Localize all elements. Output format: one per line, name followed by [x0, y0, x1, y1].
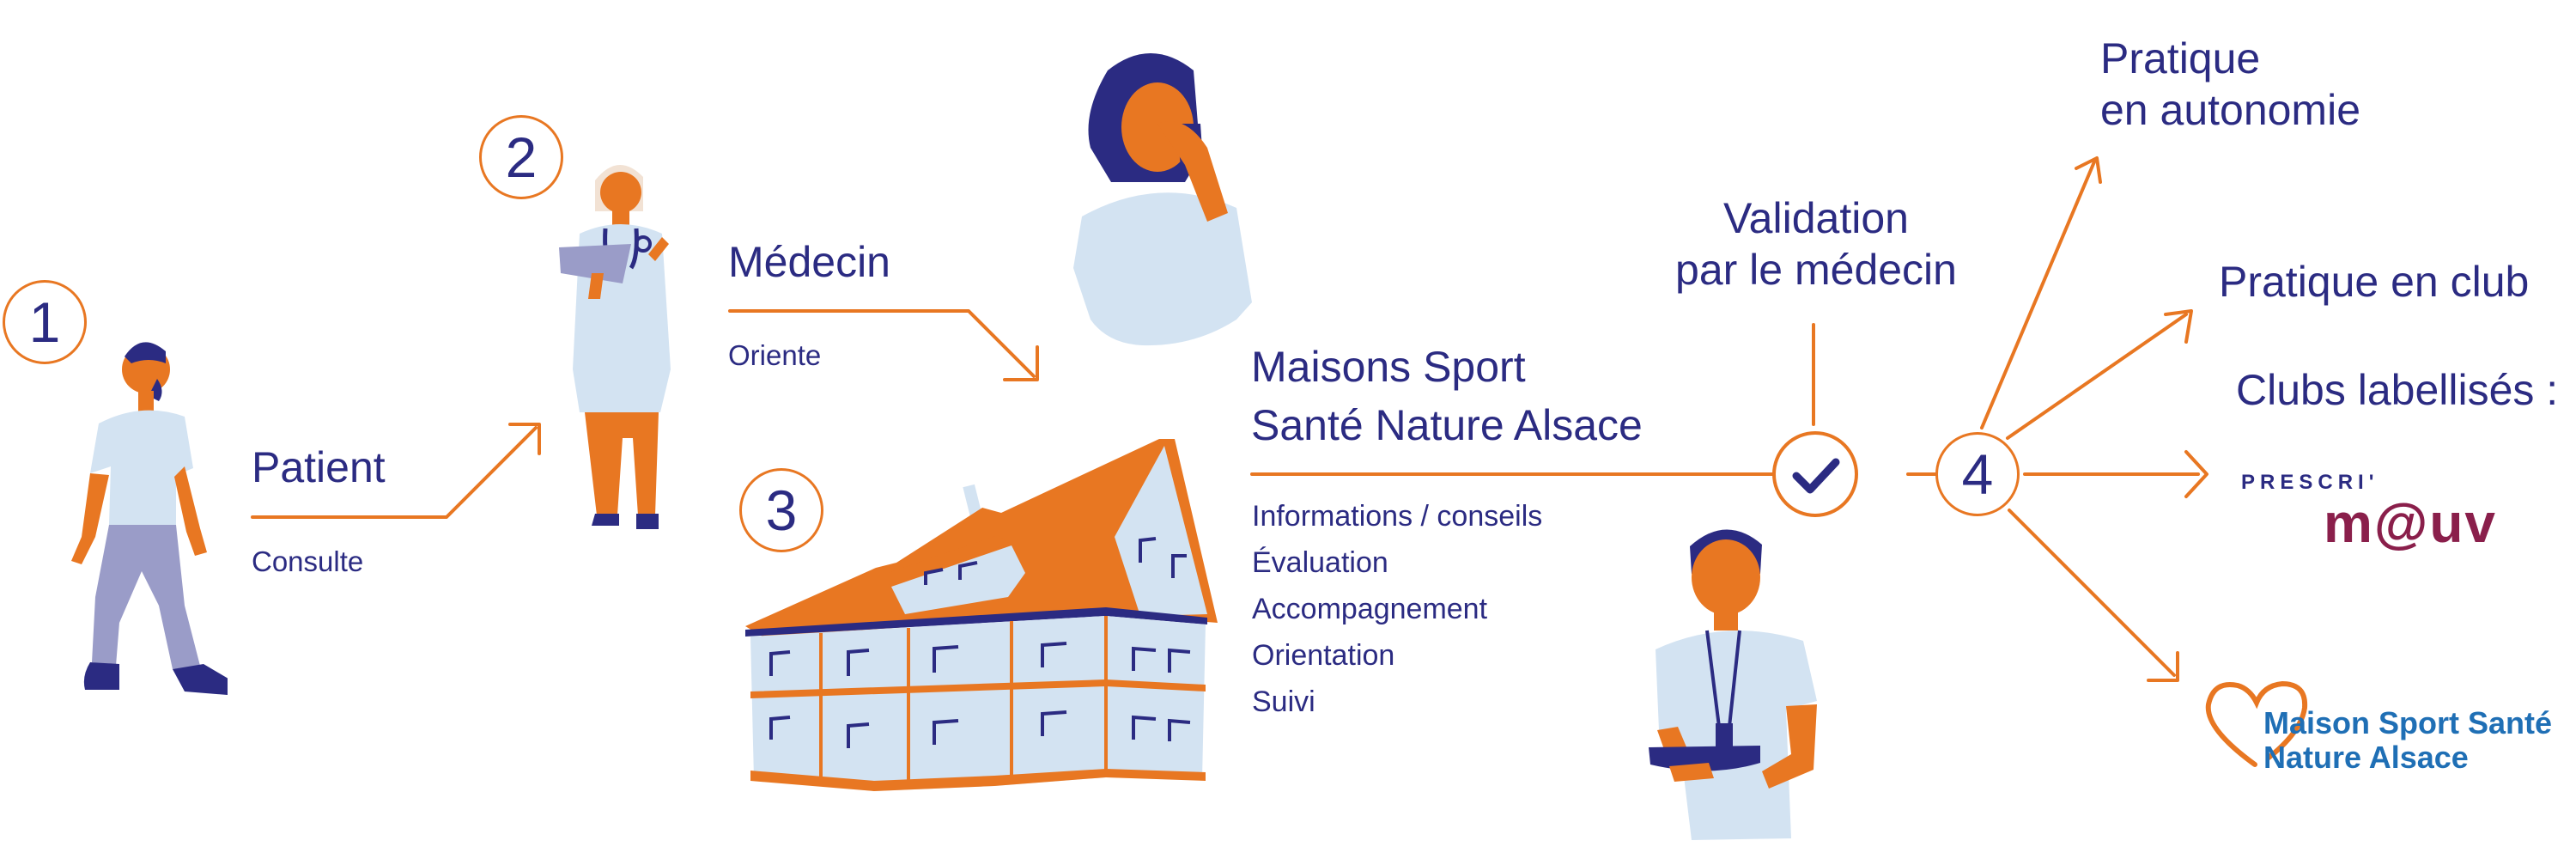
- step-number-2: 2: [479, 115, 563, 199]
- mssna-logo-line1: Maison Sport Santé: [2263, 705, 2553, 740]
- house-services-list: Informations / conseils Évaluation Accom…: [1252, 493, 1542, 725]
- checkmark-icon: [1772, 431, 1858, 517]
- patient-connector: [251, 426, 538, 519]
- validation-label: Validation par le médecin: [1631, 192, 2001, 295]
- autonomy-line2: en autonomie: [2100, 86, 2361, 134]
- prescrimouv-logo-top: PRESCRI': [2241, 471, 2379, 494]
- patient-action: Consulte: [252, 545, 364, 577]
- service-item: Informations / conseils: [1252, 500, 1543, 533]
- doctor-icon: [559, 164, 671, 529]
- doctor-title: Médecin: [728, 238, 890, 286]
- club-connector: [2006, 313, 2188, 440]
- heart-icon: [2205, 680, 2308, 767]
- step-number-4: 4: [1935, 432, 2020, 516]
- validation-line1: Validation: [1723, 194, 1909, 242]
- service-item: Suivi: [1252, 685, 1315, 718]
- doctor-connector: [728, 309, 1036, 378]
- service-item: Accompagnement: [1252, 593, 1488, 625]
- club-arrowhead: [2164, 309, 2193, 344]
- doctor-action: Oriente: [728, 339, 822, 371]
- autonomy-arrowhead: [2075, 156, 2102, 184]
- doctor-arrowhead: [1003, 345, 1039, 381]
- phone-woman-icon: [1073, 53, 1252, 346]
- labelled-clubs-label: Clubs labellisés :: [2236, 366, 2559, 414]
- mssna-logo-line2: Nature Alsace: [2263, 740, 2469, 775]
- prescrimouv-logo-bottom: m@uv: [2324, 492, 2497, 554]
- validation-line2: par le médecin: [1675, 246, 1957, 294]
- labelled-arrowhead: [2184, 450, 2208, 498]
- autonomy-connector: [1980, 158, 2097, 430]
- house-title-line2: Santé Nature Alsace: [1251, 401, 1643, 449]
- club-practice-label: Pratique en club: [2219, 258, 2530, 306]
- service-item: Orientation: [1252, 639, 1395, 672]
- patient-title: Patient: [252, 443, 386, 491]
- coach-tablet-icon: [1649, 529, 1817, 840]
- service-item: Évaluation: [1252, 546, 1388, 579]
- mssna-connector: [2008, 509, 2176, 677]
- step-number-1: 1: [3, 280, 87, 364]
- house-building-icon: [745, 439, 1218, 791]
- prescrimouv-logo: PRESCRI' m@uv: [2241, 471, 2533, 565]
- step-number-3: 3: [739, 468, 823, 552]
- mssna-arrowhead: [2147, 651, 2179, 682]
- house-title-line1: Maisons Sport: [1251, 343, 1526, 391]
- patient-arrowhead: [508, 423, 541, 455]
- autonomy-line1: Pratique: [2100, 34, 2261, 82]
- walking-man-icon: [71, 342, 228, 695]
